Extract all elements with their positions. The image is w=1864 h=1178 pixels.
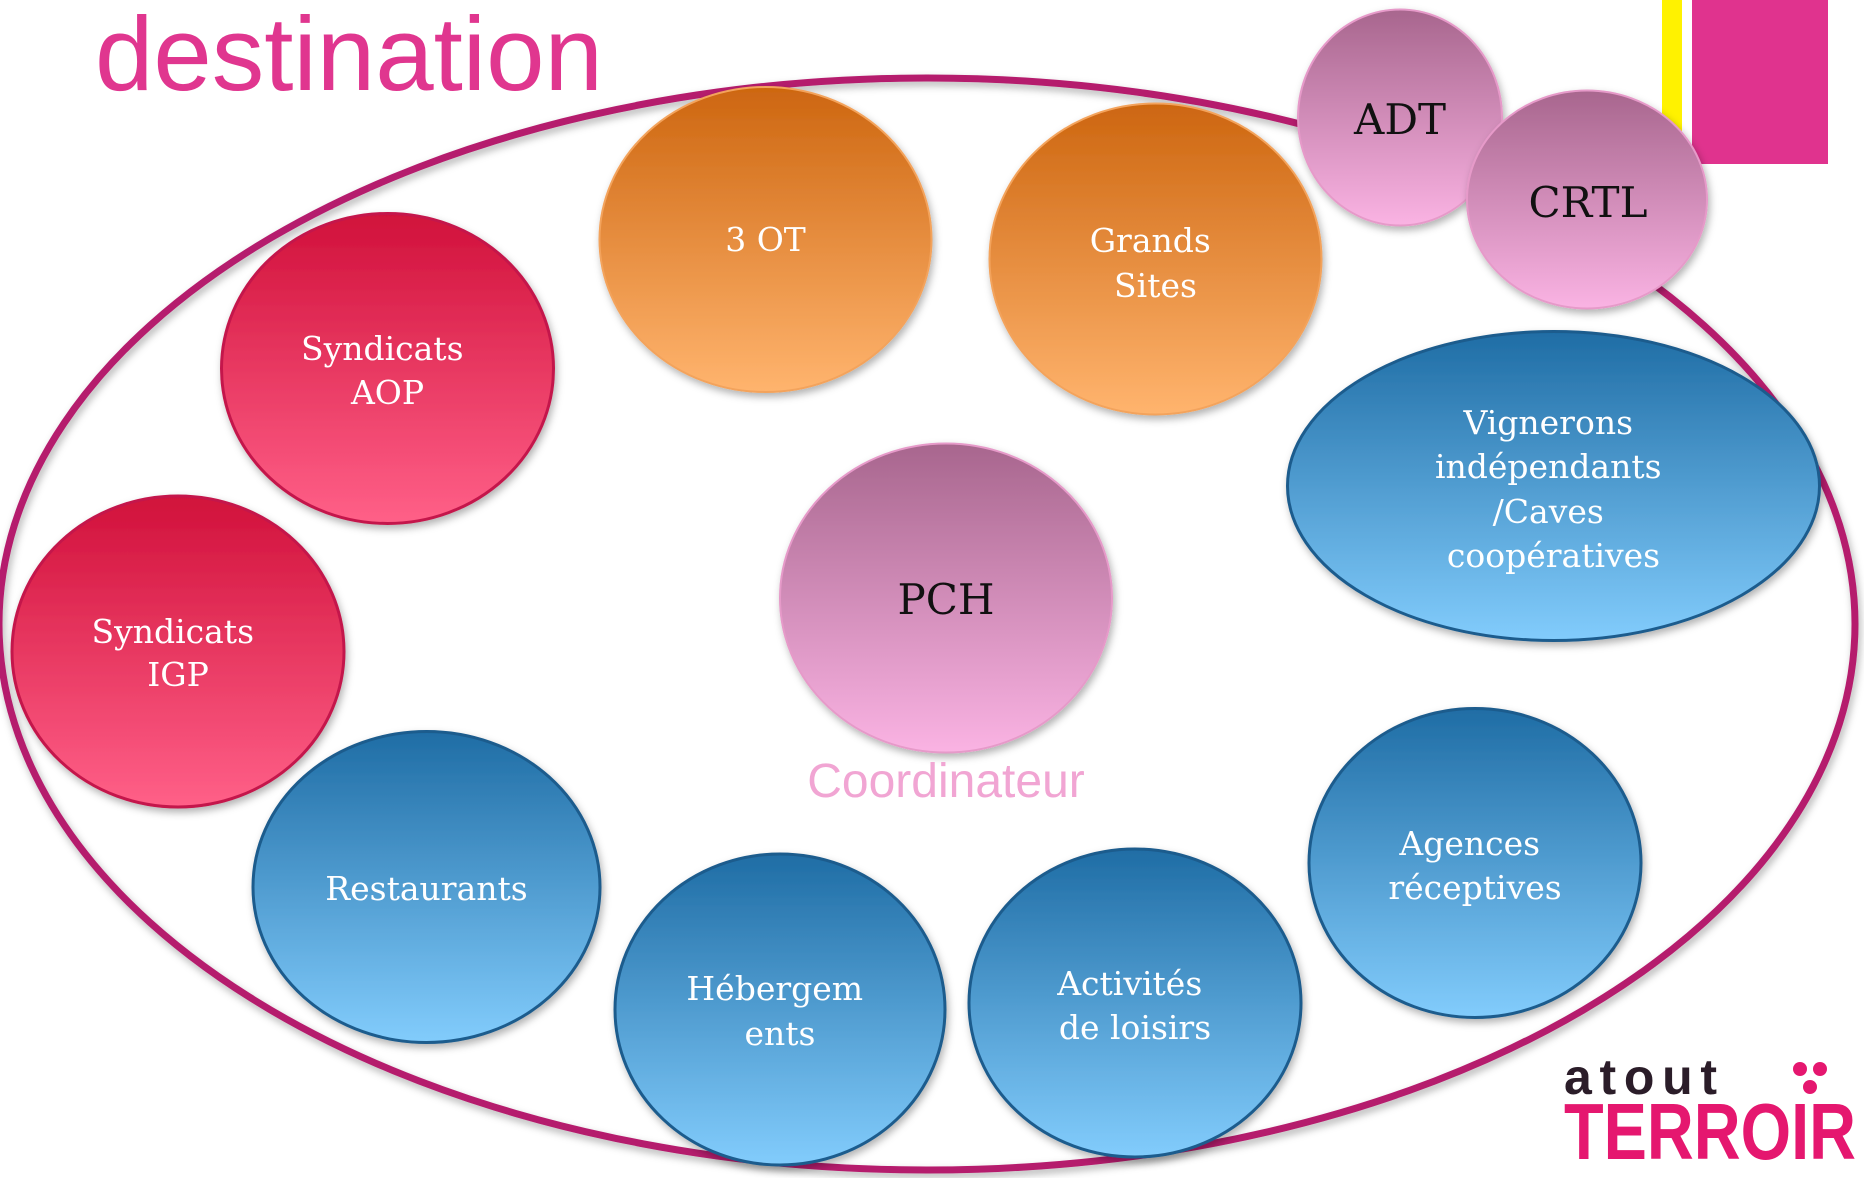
node-crtl: CRTL — [1466, 89, 1708, 310]
node-adt-circle — [1297, 8, 1503, 227]
node-agences-circle — [1307, 707, 1643, 1019]
coordinator-caption: Coordinateur — [807, 755, 1085, 808]
node-restaurants-circle — [251, 730, 602, 1044]
destination-ellipse — [0, 74, 1859, 1174]
node-crtl-label: CRTL — [1529, 178, 1648, 227]
node-pch-label: PCH — [897, 575, 994, 624]
node-agences: Agences réceptives — [1307, 707, 1643, 1019]
logo-word-terroir: TERROIR — [1564, 1087, 1856, 1176]
node-syndicats-igp-circle — [10, 494, 346, 809]
logo-dot-icon — [1813, 1062, 1827, 1076]
node-hebergements-circle — [613, 852, 947, 1167]
node-adt-label: ADT — [1353, 95, 1446, 144]
node-grands-sites: Grands Sites — [988, 102, 1323, 416]
slide-title: destination — [95, 0, 603, 113]
node-syndicats-aop: Syndicats AOP — [220, 212, 555, 525]
node-grands-sites-label: Grands Sites — [1090, 221, 1222, 305]
node-hebergements: Hébergem ents — [613, 852, 947, 1167]
node-pch: PCH — [779, 442, 1113, 754]
node-agences-label: Agences réceptives — [1388, 824, 1561, 907]
node-pch-circle — [779, 442, 1113, 754]
node-syndicats-aop-circle — [220, 212, 555, 525]
node-3-ot-label: 3 OT — [725, 220, 806, 259]
node-activites-label: Activités de loisirs — [1056, 964, 1213, 1047]
node-hebergements-label: Hébergem ents — [686, 969, 873, 1053]
node-adt: ADT — [1297, 8, 1503, 227]
node-vignerons-ellipse — [1286, 330, 1821, 642]
node-vignerons-label: Vignerons indépendants /Caves coopérativ… — [1435, 403, 1672, 575]
node-3-ot: 3 OT — [598, 86, 933, 393]
node-3-ot-circle — [598, 86, 933, 393]
atout-terroir-logo: atout TERROIR — [1564, 1049, 1856, 1176]
node-vignerons: Vignerons indépendants /Caves coopérativ… — [1286, 330, 1821, 642]
logo-word-atout: atout — [1564, 1049, 1717, 1105]
node-syndicats-igp-label: Syndicats IGP — [91, 612, 264, 694]
node-activites-circle — [967, 847, 1303, 1159]
node-syndicats-igp: Syndicats IGP — [10, 494, 346, 809]
logo-dot-icon — [1793, 1062, 1807, 1076]
node-grands-sites-circle — [988, 102, 1323, 416]
node-crtl-circle — [1466, 89, 1708, 310]
node-restaurants-label: Restaurants — [325, 869, 527, 908]
node-activites: Activités de loisirs — [967, 847, 1303, 1159]
logo-dot-icon — [1803, 1080, 1817, 1094]
node-syndicats-aop-label: Syndicats AOP — [301, 329, 474, 412]
accent-yellow-bar — [1662, 0, 1682, 131]
node-restaurants: Restaurants — [251, 730, 602, 1044]
accent-magenta-block — [1692, 0, 1828, 164]
